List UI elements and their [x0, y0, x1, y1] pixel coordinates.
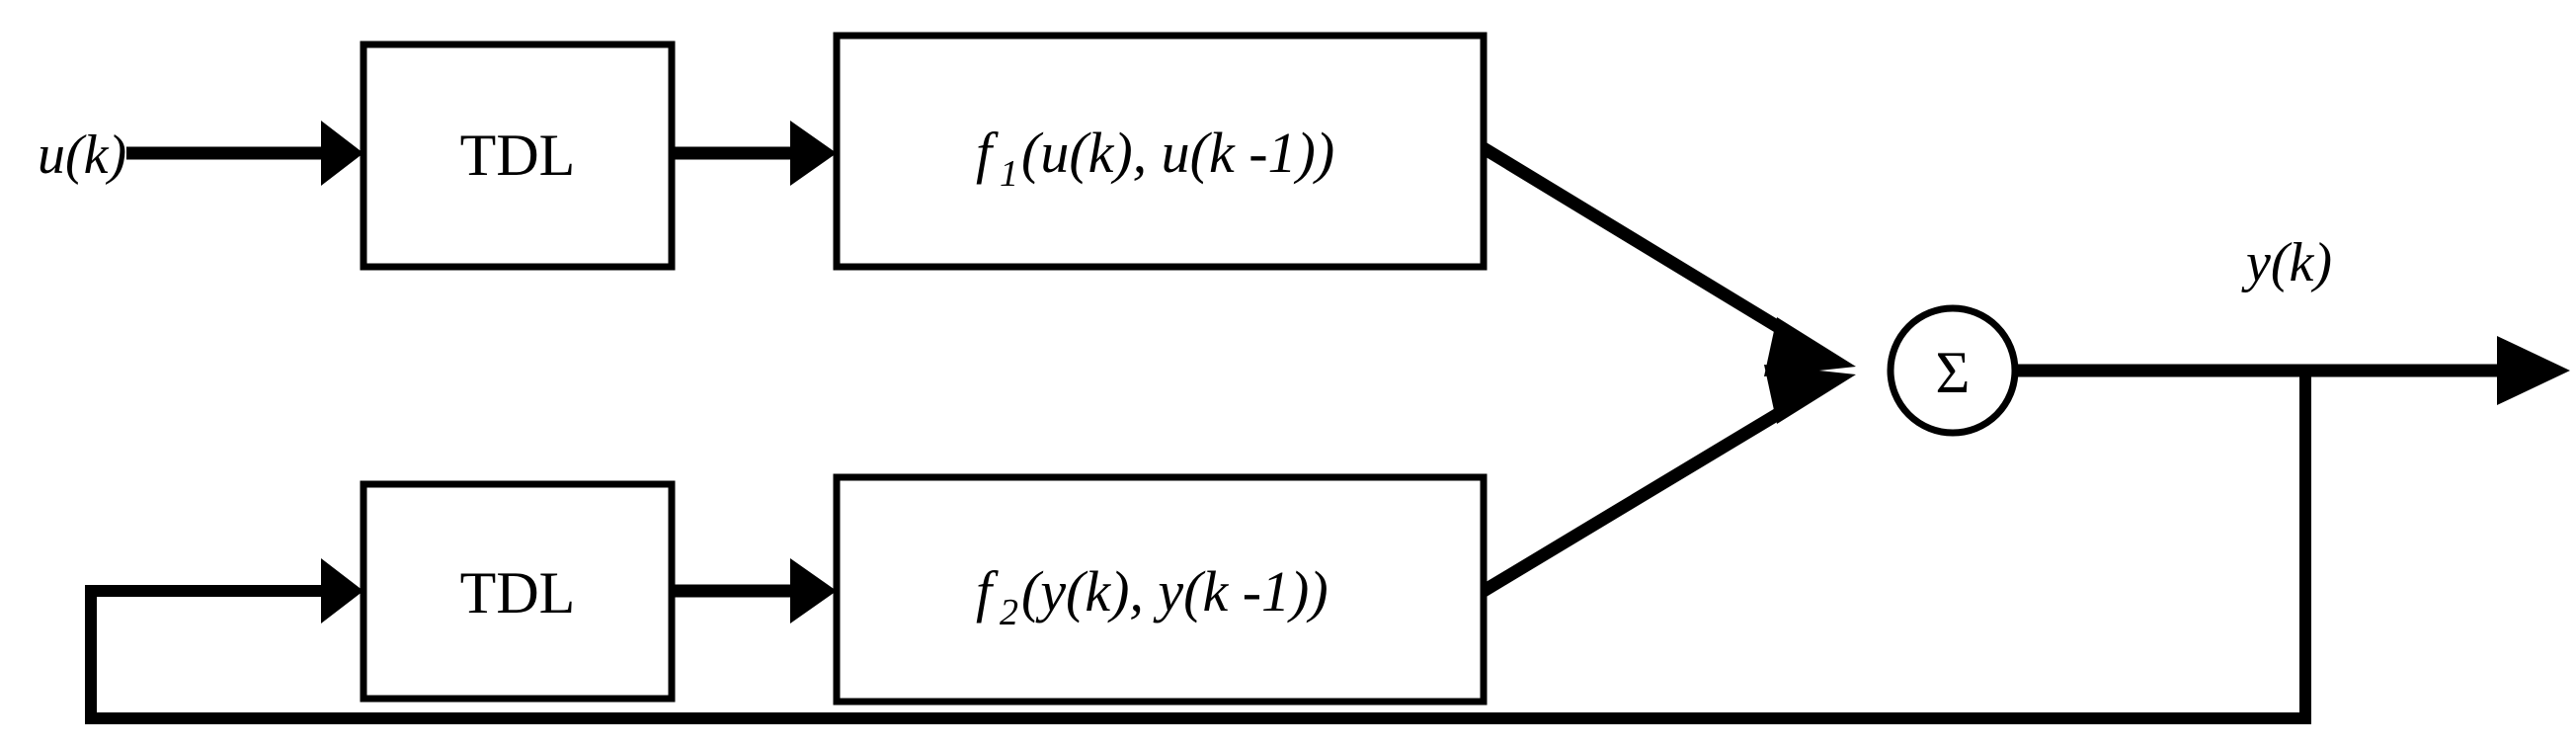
f2-box[interactable] [833, 473, 1488, 706]
f2-label-args: (y(k), y(k -1)) [1021, 559, 1328, 623]
block-f1[interactable]: f 1 (u(k), u(k -1)) [833, 32, 1488, 271]
wire-tdl-bottom-to-f2 [672, 558, 837, 623]
output-signal-label: y(k) [2241, 232, 2332, 293]
block-summer[interactable]: Σ [1887, 304, 2019, 437]
wire-summer-to-output [2015, 336, 2570, 405]
arrowhead-f2-to-summer [1764, 365, 1856, 424]
wire-tdl-top-to-f1 [672, 121, 837, 186]
tdl-top-label: TDL [460, 123, 576, 188]
f1-box[interactable] [833, 32, 1488, 271]
input-signal-label: u(k) [38, 125, 126, 186]
arrowhead-feedback-to-tdl-bottom [321, 558, 363, 623]
arrowhead-tdl-top-to-f1 [790, 121, 837, 186]
arrowhead-output [2497, 336, 2570, 405]
wire-f1-to-summer [1480, 142, 1856, 376]
block-tdl-bottom[interactable]: TDL [360, 480, 676, 703]
wire-input-to-tdl-top [126, 121, 363, 186]
arrowhead-tdl-bottom-to-f2 [790, 558, 837, 623]
wire-feedback-loop [85, 371, 2311, 724]
f1-label-args: (u(k), u(k -1)) [1021, 121, 1334, 185]
tdl-bottom-label: TDL [460, 560, 576, 625]
arrowhead-f1-to-summer [1764, 317, 1856, 376]
summer-sigma-label: Σ [1936, 340, 1971, 405]
block-tdl-top[interactable]: TDL [360, 41, 676, 271]
arrowhead-input-to-tdl-top [321, 121, 363, 186]
f2-label-subscript: 2 [1000, 592, 1018, 633]
tdl-bottom-box[interactable] [360, 480, 676, 703]
block-f2[interactable]: f 2 (y(k), y(k -1)) [833, 473, 1488, 706]
f1-label-subscript: 1 [1000, 153, 1018, 195]
wire-f2-to-summer [1480, 365, 1856, 597]
